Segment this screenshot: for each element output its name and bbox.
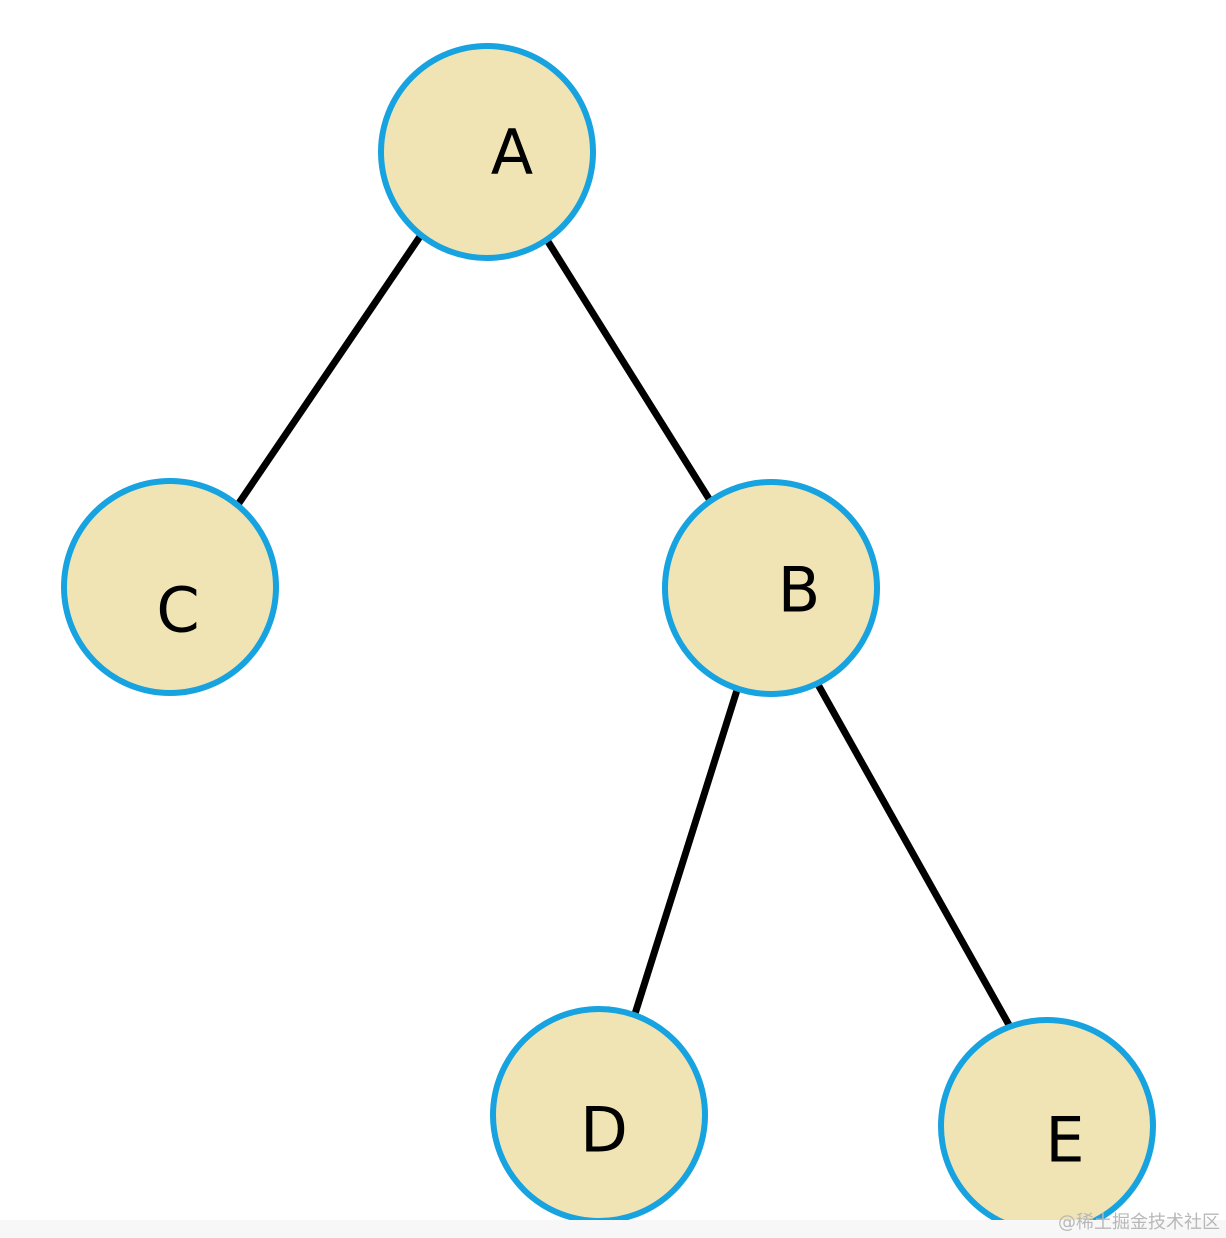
- node-d: D: [490, 1006, 708, 1224]
- node-c: C: [61, 478, 279, 696]
- node-c-label: C: [156, 574, 199, 647]
- node-e-label: E: [1045, 1104, 1084, 1177]
- bottom-strip: [0, 1220, 1226, 1238]
- watermark-text: @稀土掘金技术社区: [1058, 1212, 1220, 1233]
- node-b: B: [662, 479, 880, 697]
- edge-a-b: [528, 212, 725, 522]
- node-c-circle: [61, 478, 279, 696]
- node-a: A: [378, 43, 596, 261]
- edge-b-e: [798, 652, 1031, 1061]
- edge-b-d: [624, 648, 753, 1040]
- node-b-label: B: [778, 554, 821, 627]
- node-e: E: [938, 1017, 1156, 1235]
- node-a-label: A: [491, 116, 533, 189]
- node-d-label: D: [580, 1094, 628, 1167]
- edge-a-c: [216, 206, 442, 535]
- node-b-circle: [662, 479, 880, 697]
- node-a-circle: [378, 43, 596, 261]
